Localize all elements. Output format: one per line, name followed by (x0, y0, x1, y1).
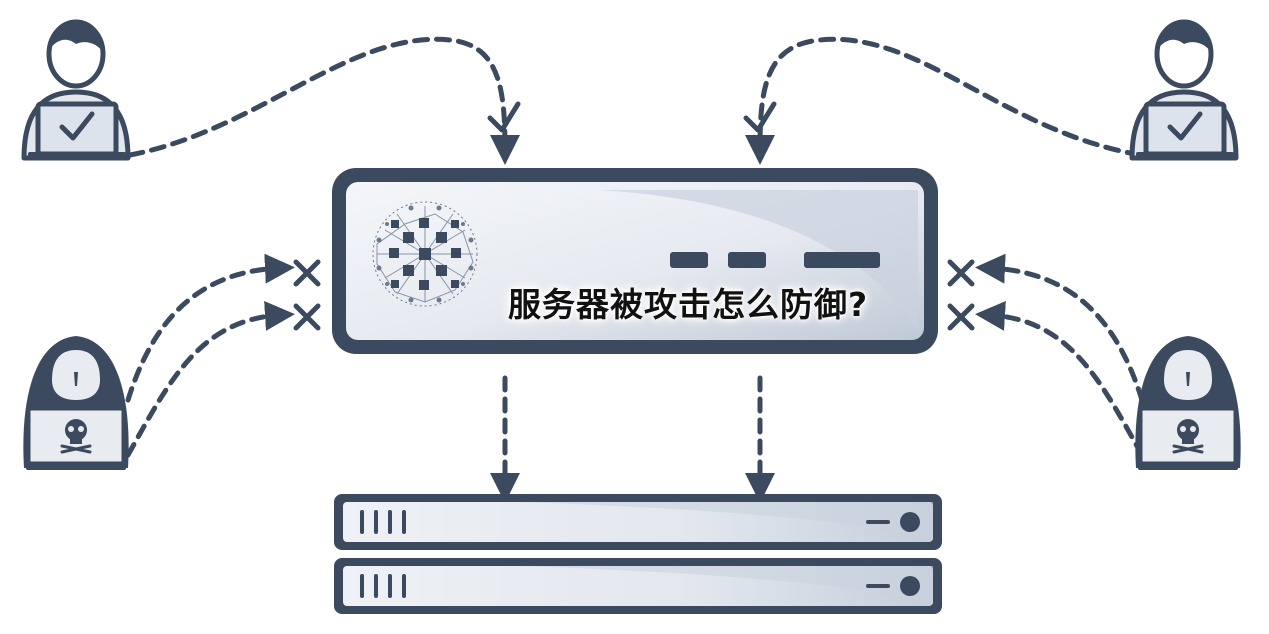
checkmark-icon (1167, 111, 1203, 141)
legit-user-left (21, 19, 131, 161)
attack-connections-right (975, 253, 1145, 458)
legit-connection-right (745, 36, 1143, 165)
checkmark-icon (487, 101, 521, 133)
status-led (670, 252, 880, 268)
downstream-connections (490, 375, 775, 503)
legit-connection-left (127, 36, 520, 165)
attacker-left (23, 336, 129, 470)
skull-icon (60, 419, 92, 454)
checkmark-icon (743, 101, 777, 133)
checkmark-icon (59, 111, 95, 141)
gateway-device (332, 168, 938, 354)
attacker-right (1135, 336, 1241, 470)
backend-server-2 (334, 558, 942, 614)
legit-user-right (1129, 19, 1239, 161)
backend-server-1 (334, 494, 942, 550)
mesh-network-icon (372, 201, 478, 307)
skull-icon (1172, 419, 1204, 454)
x-mark-icon (947, 259, 975, 331)
diagram-caption: 服务器被攻击怎么防御? (508, 285, 869, 324)
x-mark-icon (293, 259, 321, 331)
attack-connections-left (125, 253, 295, 458)
